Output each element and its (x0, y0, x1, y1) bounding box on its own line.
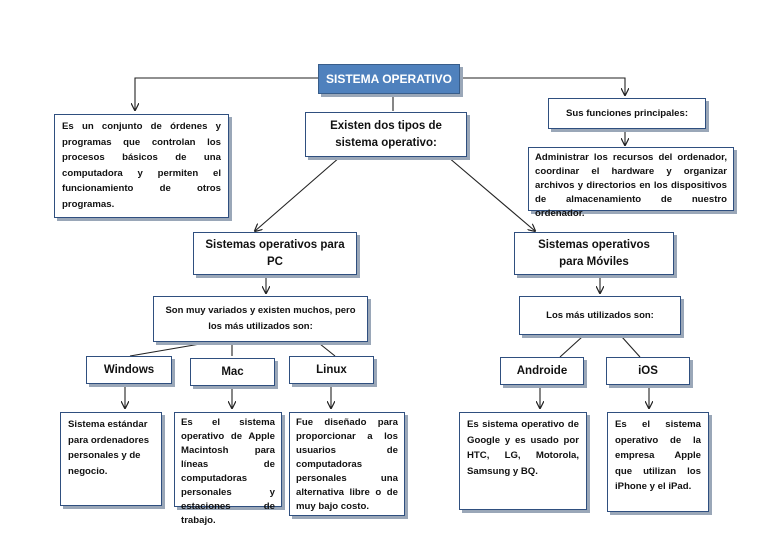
edge-root-definition (135, 77, 318, 110)
mobile-heading-box: Sistemas operativos para Móviles (514, 232, 674, 275)
edge-mobnote-android (559, 336, 583, 358)
windows-desc-box: Sistema estándar para ordenadores person… (60, 412, 162, 506)
ios-desc: Es el sistema operativo de la empresa Ap… (615, 419, 701, 492)
os-mac: Mac (190, 358, 275, 386)
root-title: SISTEMA OPERATIVO (325, 72, 452, 86)
mobile-heading: Sistemas operativos para Móviles (538, 238, 650, 268)
mobile-note: Los más utilizados son: (546, 309, 654, 321)
definition-text: Es un conjunto de órdenes y programas qu… (62, 121, 221, 210)
ios-desc-box: Es el sistema operativo de la empresa Ap… (607, 412, 709, 512)
os-android: Androide (500, 357, 584, 385)
mac-desc-box: Es el sistema operativo de Apple Macinto… (174, 412, 282, 526)
types-heading-box: Existen dos tipos de sistema operativo: (305, 112, 467, 157)
edge-types-pc (255, 156, 341, 231)
edge-root-functions (460, 77, 625, 95)
mobile-note-box: Los más utilizados son: (519, 296, 681, 335)
os-ios: iOS (606, 357, 690, 385)
android-desc: Es sistema operativo de Google y es usad… (467, 419, 579, 477)
os-ios-label: iOS (638, 365, 658, 377)
edge-pcnote-linux (319, 343, 336, 357)
os-linux: Linux (289, 356, 374, 384)
edge-pcnote-windows (129, 343, 201, 357)
functions-text-box: Administrar los recursos del ordenador, … (528, 147, 734, 219)
definition-box: Es un conjunto de órdenes y programas qu… (54, 114, 229, 218)
types-heading: Existen dos tipos de sistema operativo: (330, 119, 442, 149)
functions-heading: Sus funciones principales: (565, 108, 689, 119)
functions-text: Administrar los recursos del ordenador, … (535, 152, 727, 219)
pc-note-box: Son muy variados y existen muchos, pero … (153, 296, 368, 342)
os-windows: Windows (86, 356, 172, 384)
android-desc-box: Es sistema operativo de Google y es usad… (459, 412, 587, 510)
pc-heading: Sistemas operativos para PC (205, 238, 345, 268)
pc-heading-box: Sistemas operativos para PC (193, 232, 357, 275)
mac-desc: Es el sistema operativo de Apple Macinto… (181, 417, 275, 526)
functions-heading-box: Sus funciones principales: (548, 98, 706, 129)
os-windows-label: Windows (103, 364, 155, 376)
windows-desc: Sistema estándar para ordenadores person… (68, 419, 150, 477)
os-linux-label: Linux (316, 364, 347, 376)
linux-desc: Fue diseñado para proporcionar a los usu… (296, 417, 398, 512)
root-node: SISTEMA OPERATIVO (318, 64, 460, 94)
os-mac-label: Mac (221, 366, 244, 378)
os-android-label: Androide (516, 365, 568, 377)
linux-desc-box: Fue diseñado para proporcionar a los usu… (289, 412, 405, 516)
edge-types-mobile (447, 156, 535, 231)
pc-note: Son muy variados y existen muchos, pero … (165, 305, 356, 332)
edge-mobnote-ios (621, 336, 641, 358)
